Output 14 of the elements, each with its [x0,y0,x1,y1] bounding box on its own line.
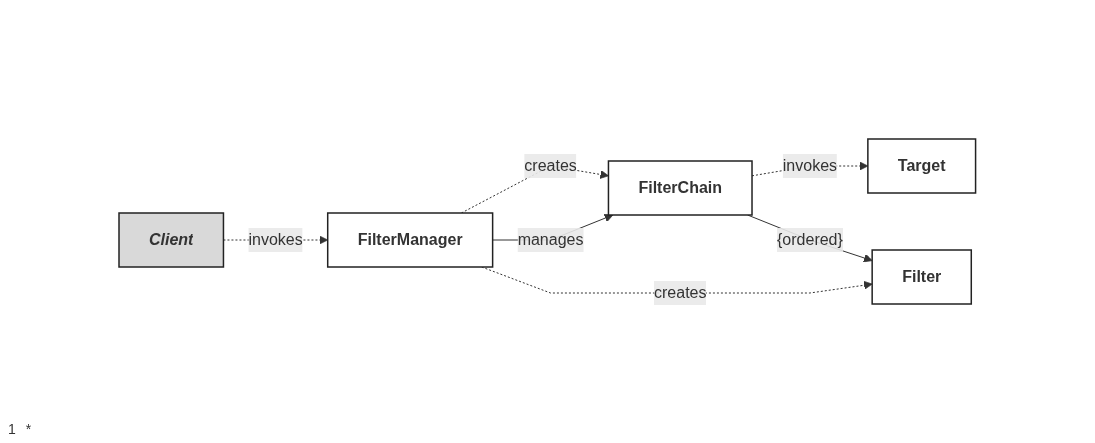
node-box: Client [118,211,225,268]
edge-label: invokes [248,230,303,248]
edge-label: creates [654,283,707,301]
edge-label: {ordered} [777,230,844,248]
edge-label: creates [524,156,577,174]
multiplicity-label: * [25,421,32,437]
multiplicity-label: 1 [8,421,16,437]
node-box: Target [867,137,977,194]
edge-label: invokes [783,156,838,174]
node-box: Filter [871,248,973,305]
edge-label: manages [517,230,584,248]
node-box: FilterChain [607,159,753,216]
node-box: FilterManager [327,211,494,268]
arrow [747,214,873,262]
